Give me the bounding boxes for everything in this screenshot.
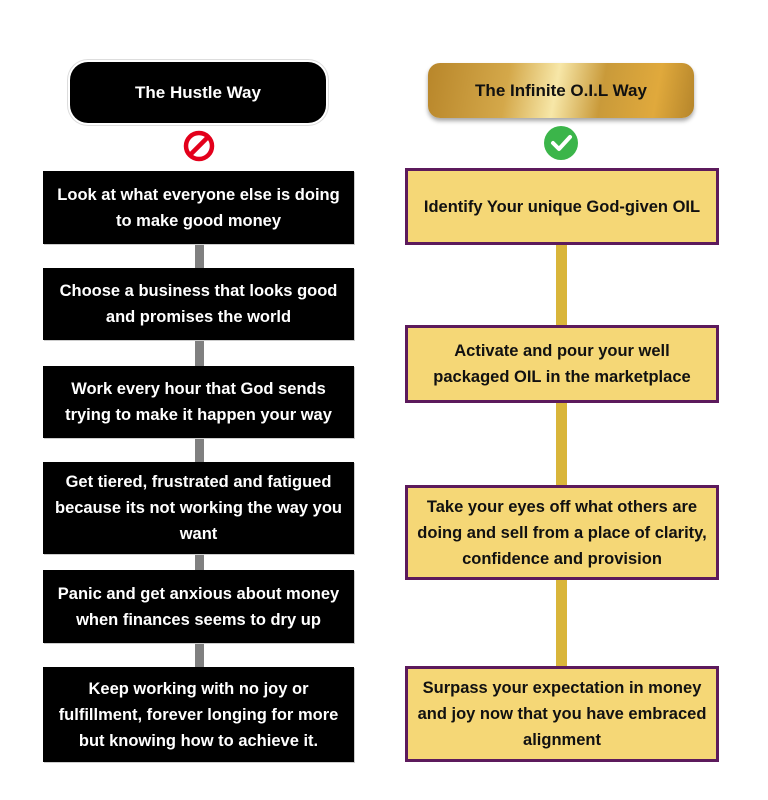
hustle-way-header: The Hustle Way — [70, 62, 326, 123]
connector-gold — [556, 245, 567, 667]
hustle-step: Keep working with no joy or fulfillment,… — [43, 667, 354, 762]
oil-step: Take your eyes off what others are doing… — [405, 485, 719, 580]
check-circle-icon — [544, 126, 578, 160]
oil-way-header: The Infinite O.I.L Way — [428, 63, 694, 118]
oil-step: Activate and pour your well packaged OIL… — [405, 325, 719, 403]
hustle-step: Get tiered, frustrated and fatigued beca… — [43, 462, 354, 554]
no-entry-icon — [183, 130, 215, 162]
connector — [195, 340, 204, 366]
connector — [195, 244, 204, 268]
connector — [195, 554, 204, 570]
hustle-step: Work every hour that God sends trying to… — [43, 366, 354, 438]
connector — [195, 643, 204, 667]
hustle-step: Panic and get anxious about money when f… — [43, 570, 354, 643]
hustle-step: Look at what everyone else is doing to m… — [43, 171, 354, 244]
oil-step: Identify Your unique God-given OIL — [405, 168, 719, 245]
oil-step: Surpass your expectation in money and jo… — [405, 666, 719, 762]
connector — [195, 438, 204, 462]
hustle-step: Choose a business that looks good and pr… — [43, 268, 354, 340]
